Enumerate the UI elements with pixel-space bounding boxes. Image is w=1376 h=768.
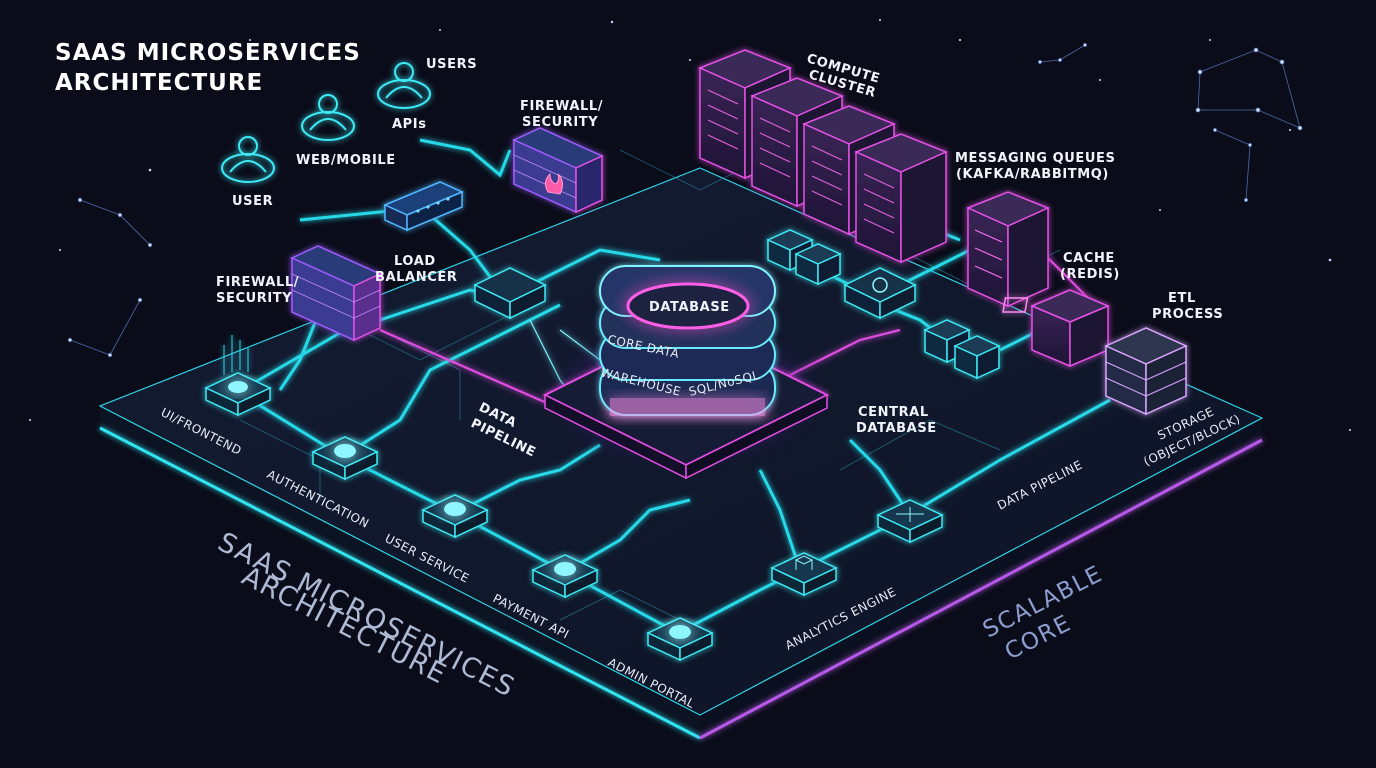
compute-cluster — [698, 49, 948, 264]
database-core — [536, 265, 836, 480]
cache-node — [1002, 289, 1110, 368]
node-data-pipeline — [876, 499, 944, 544]
diagram-title: SAAS MICROSERVICES ARCHITECTURE — [55, 40, 361, 96]
etl-label-2: PROCESS — [1152, 307, 1223, 322]
hub-load-balancer — [473, 267, 547, 320]
user-icon — [221, 136, 275, 183]
etl-storage-node — [1104, 327, 1188, 416]
user-icons — [221, 62, 431, 183]
etl-label-1: ETL — [1168, 291, 1196, 306]
database-title: DATABASE — [649, 300, 730, 315]
title-line-1: SAAS MICROSERVICES — [55, 40, 361, 66]
firewall-top-label-2: SECURITY — [522, 115, 598, 130]
server-rack-4 — [854, 133, 948, 264]
firewall-top-label-1: FIREWALL/ — [520, 99, 603, 114]
users-icon — [377, 62, 431, 109]
apis-icon — [301, 94, 355, 141]
load-balancer-device — [383, 181, 464, 232]
node-authentication — [311, 436, 379, 481]
firewall-left-label-2: SECURITY — [216, 291, 292, 306]
cache-label-1: CACHE — [1063, 251, 1115, 266]
user-label: USER — [232, 194, 273, 209]
firewall-left — [290, 245, 382, 342]
hub-pair-2 — [923, 319, 1001, 380]
messaging-label-1: MESSAGING QUEUES — [955, 151, 1116, 166]
cache-label-2: (REDIS) — [1060, 267, 1120, 282]
load-balancer-label-1: LOAD — [394, 254, 436, 269]
load-balancer-label-2: BALANCER — [375, 270, 457, 285]
node-ui-frontend — [204, 335, 272, 417]
hub-compute — [843, 267, 917, 320]
messaging-label-2: (KAFKA/RABBITMQ) — [956, 167, 1109, 182]
node-analytics-engine — [770, 552, 838, 597]
messaging-queue-server — [966, 191, 1050, 308]
hub-pair-1 — [766, 229, 842, 286]
apis-label: APIs — [392, 117, 427, 132]
node-payment-api — [531, 554, 599, 599]
edge-labels: FIREWALL/ SECURITY FIREWALL/ SECURITY LO… — [216, 99, 603, 306]
service-nodes — [204, 335, 944, 662]
starfield — [29, 19, 1351, 431]
node-admin-portal — [646, 617, 714, 662]
central-database-label-1: CENTRAL — [858, 405, 929, 420]
central-database-label-2: DATABASE — [856, 421, 937, 436]
title-line-2: ARCHITECTURE — [55, 70, 263, 96]
firewall-left-label-1: FIREWALL/ — [216, 275, 299, 290]
web-mobile-label: WEB/MOBILE — [296, 153, 396, 168]
node-user-service — [421, 494, 489, 539]
network-hubs — [383, 181, 1001, 380]
constellation-right — [1038, 43, 1303, 202]
firewall-top — [512, 127, 604, 214]
client-labels: USERS APIs WEB/MOBILE USER — [232, 57, 477, 209]
users-label: USERS — [426, 57, 477, 72]
constellation-left — [67, 197, 153, 358]
